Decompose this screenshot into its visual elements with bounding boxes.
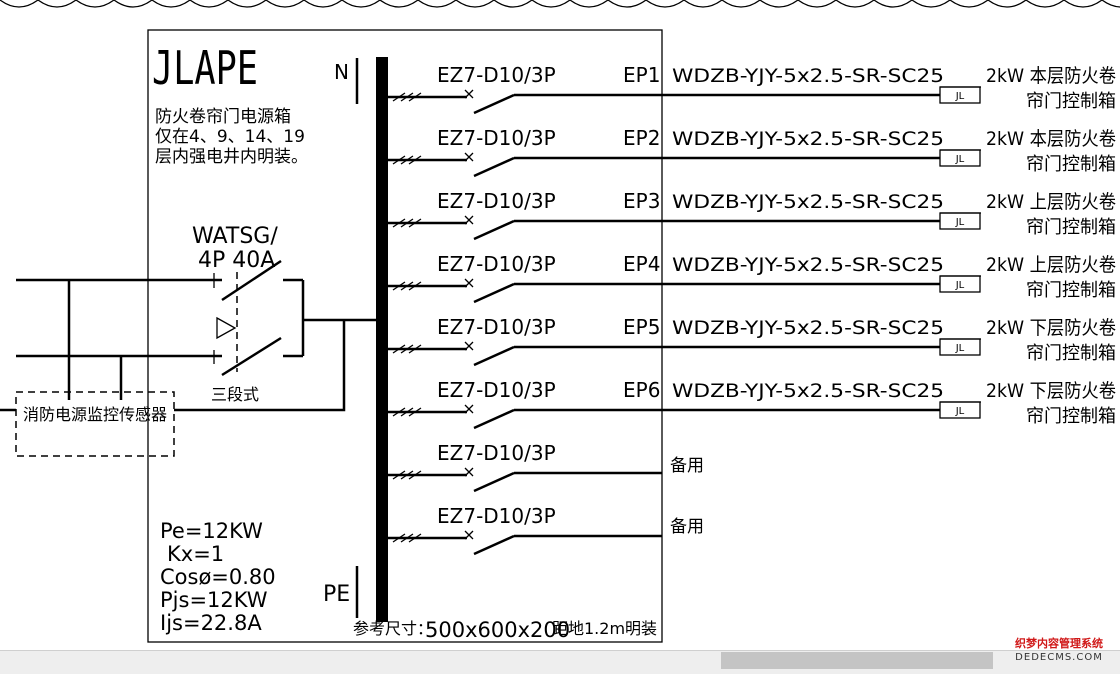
circuit-1-cable: WDZB-YJY-5x2.5-SR-SC25 bbox=[672, 65, 944, 87]
params: Pe=12KW Kx=1 Cosø=0.80 Pjs=12KW Ijs=22.8… bbox=[160, 519, 276, 635]
param-cos: Cosø=0.80 bbox=[160, 565, 276, 589]
circuit-1-load-1: 2kW 本层防火卷 bbox=[986, 65, 1116, 87]
circuit-4-breaker: EZ7-D10/3P bbox=[437, 252, 556, 276]
circuit-3-load-1: 2kW 上层防火卷 bbox=[986, 191, 1116, 213]
main-switch-rating: 4P 40A bbox=[198, 248, 275, 273]
circuit-6-breaker: EZ7-D10/3P bbox=[437, 378, 556, 402]
circuit-3-breaker: EZ7-D10/3P bbox=[437, 189, 556, 213]
watermark-line-1: 织梦内容管理系统 bbox=[1015, 637, 1103, 650]
incoming-feeders bbox=[0, 278, 222, 412]
circuit-6-code: EP6 bbox=[623, 378, 660, 402]
main-switch-model: WATSG/ bbox=[192, 224, 278, 249]
circuit-3: EZ7-D10/3P EP3 WDZB-YJY-5x2.5-SR-SC25 JL… bbox=[388, 189, 1116, 241]
param-ijs: Ijs=22.8A bbox=[160, 611, 262, 635]
circuit-1-load-2: 帘门控制箱 bbox=[1026, 91, 1116, 112]
circuit-3-load-2: 帘门控制箱 bbox=[1026, 217, 1116, 238]
param-kx: Kx=1 bbox=[167, 542, 224, 566]
circuit-3-code: EP3 bbox=[623, 189, 660, 213]
neutral-label: N bbox=[334, 60, 349, 84]
circuit-6-load-1: 2kW 下层防火卷 bbox=[986, 380, 1116, 402]
circuit-2-breaker: EZ7-D10/3P bbox=[437, 126, 556, 150]
sensor: 消防电源监控传感器 bbox=[15, 320, 346, 457]
circuit-2-load-2: 帘门控制箱 bbox=[1026, 154, 1116, 175]
circuit-5-cable: WDZB-YJY-5x2.5-SR-SC25 bbox=[672, 317, 944, 339]
circuit-5-breaker: EZ7-D10/3P bbox=[437, 315, 556, 339]
box-desc-line-3: 层内强电井内明装。 bbox=[155, 147, 308, 167]
circuit-5: EZ7-D10/3P EP5 WDZB-YJY-5x2.5-SR-SC25 JL… bbox=[388, 315, 1116, 367]
circuit-5-code: EP5 bbox=[623, 315, 660, 339]
scalloped-border bbox=[0, 0, 1120, 8]
circuit-4-tag: JL bbox=[955, 280, 965, 291]
circuit-5-load-2: 帘门控制箱 bbox=[1026, 343, 1116, 364]
circuit-1-breaker: EZ7-D10/3P bbox=[437, 63, 556, 87]
box-desc-line-1: 防火卷帘门电源箱 bbox=[155, 107, 291, 127]
circuit-6-tag: JL bbox=[955, 406, 965, 417]
circuit-5-tag: JL bbox=[955, 343, 965, 354]
circuit-1-code: EP1 bbox=[623, 63, 660, 87]
spare-2-label: 备用 bbox=[670, 517, 704, 537]
spare-1-label: 备用 bbox=[670, 456, 704, 476]
circuit-3-tag: JL bbox=[955, 217, 965, 228]
box-outline bbox=[147, 29, 663, 643]
circuit-6: EZ7-D10/3P EP6 WDZB-YJY-5x2.5-SR-SC25 JL… bbox=[388, 378, 1116, 430]
circuit-2-code: EP2 bbox=[623, 126, 660, 150]
sensor-label: 消防电源监控传感器 bbox=[23, 405, 167, 424]
busbar bbox=[376, 57, 388, 622]
circuit-4: EZ7-D10/3P EP4 WDZB-YJY-5x2.5-SR-SC25 JL… bbox=[388, 252, 1116, 304]
box-desc-line-2: 仅在4、9、14、19 bbox=[155, 127, 305, 147]
circuit-1-tag: JL bbox=[955, 91, 965, 102]
footer-suffix: 距地1.2m明装 bbox=[552, 619, 657, 638]
circuit-2-load-1: 2kW 本层防火卷 bbox=[986, 128, 1116, 150]
circuit-1: EZ7-D10/3P EP1 WDZB-YJY-5x2.5-SR-SC25 JL… bbox=[388, 63, 1116, 115]
circuit-2: EZ7-D10/3P EP2 WDZB-YJY-5x2.5-SR-SC25 JL… bbox=[388, 126, 1116, 178]
box-footer: 参考尺寸： 500x600x200 距地1.2m明装 bbox=[353, 618, 657, 642]
pe-label: PE bbox=[323, 582, 350, 607]
param-pe: Pe=12KW bbox=[160, 519, 263, 543]
spare-1-breaker: EZ7-D10/3P bbox=[437, 441, 556, 465]
circuit-2-cable: WDZB-YJY-5x2.5-SR-SC25 bbox=[672, 128, 944, 150]
circuit-4-cable: WDZB-YJY-5x2.5-SR-SC25 bbox=[672, 254, 944, 276]
spare-circuit-1: EZ7-D10/3P 备用 bbox=[388, 441, 704, 493]
circuit-4-load-2: 帘门控制箱 bbox=[1026, 280, 1116, 301]
circuit-6-cable: WDZB-YJY-5x2.5-SR-SC25 bbox=[672, 380, 944, 402]
horizontal-scrollbar-thumb[interactable] bbox=[721, 652, 993, 669]
box-name: JLAPE bbox=[152, 41, 258, 95]
param-pjs: Pjs=12KW bbox=[160, 588, 268, 612]
circuit-6-load-2: 帘门控制箱 bbox=[1026, 406, 1116, 427]
circuit-4-load-1: 2kW 上层防火卷 bbox=[986, 254, 1116, 276]
spare-2-breaker: EZ7-D10/3P bbox=[437, 504, 556, 528]
circuit-4-code: EP4 bbox=[623, 252, 660, 276]
circuit-5-load-1: 2kW 下层防火卷 bbox=[986, 317, 1116, 339]
circuit-3-cable: WDZB-YJY-5x2.5-SR-SC25 bbox=[672, 191, 944, 213]
spare-circuit-2: EZ7-D10/3P 备用 bbox=[388, 504, 704, 556]
footer-dims: 500x600x200 bbox=[425, 618, 570, 642]
footer-prefix: 参考尺寸： bbox=[353, 619, 433, 638]
watermark-logo: 织梦内容管理系统 DEDECMS.COM bbox=[1000, 637, 1118, 667]
main-switch: WATSG/ 4P 40A 三段式 bbox=[192, 224, 376, 404]
watermark-line-2: DEDECMS.COM bbox=[1015, 652, 1103, 663]
main-switch-mode: 三段式 bbox=[211, 385, 259, 404]
circuit-2-tag: JL bbox=[955, 154, 965, 165]
